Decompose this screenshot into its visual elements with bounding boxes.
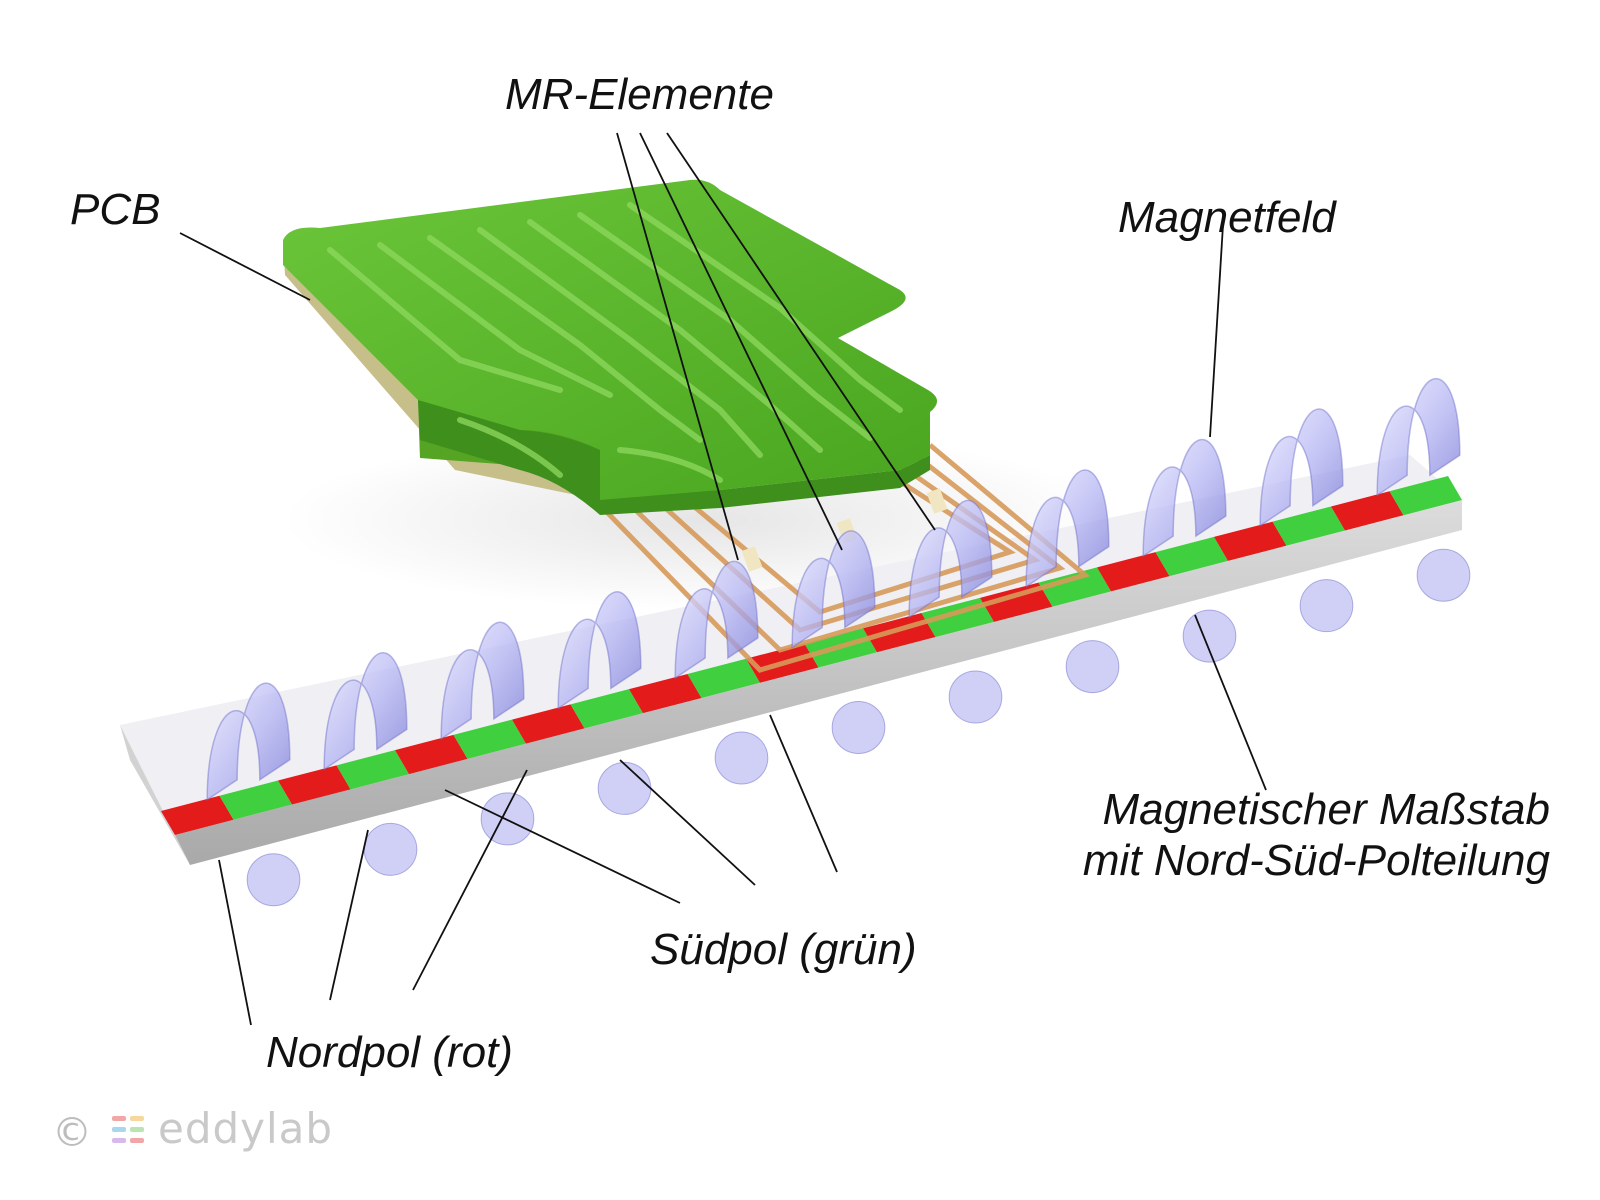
label-north-pole: Nordpol (rot)	[266, 1028, 513, 1077]
leader-south-3	[769, 714, 838, 873]
south-pole-segment	[453, 719, 526, 759]
scale-front-face	[175, 500, 1462, 865]
copyright-symbol: ©	[52, 1110, 92, 1156]
field-arc-upper	[674, 560, 759, 680]
field-arc-lower	[831, 701, 886, 754]
field-arc-lower	[1299, 579, 1354, 633]
label-magnetic-scale-line1: Magnetischer Maßstab	[1102, 785, 1550, 834]
field-arc-upper	[323, 651, 408, 771]
leader-north-3	[412, 769, 528, 991]
field-arcs-above	[206, 377, 1461, 802]
north-pole-segment	[629, 673, 702, 714]
north-pole-segment	[1097, 552, 1170, 592]
north-pole-segment	[1214, 521, 1287, 561]
label-magnetic-field: Magnetfeld	[1118, 193, 1336, 242]
north-pole-segment	[1331, 491, 1404, 531]
eddylab-logo-text: eddylab	[158, 1104, 334, 1153]
pcb-front-face	[418, 400, 930, 515]
pcb-top-surface	[283, 179, 938, 500]
field-arc-lower	[1065, 640, 1120, 694]
field-arc-upper	[791, 530, 876, 649]
leader-field	[1209, 224, 1224, 438]
leader-mr-2	[639, 132, 843, 551]
field-arc-lower	[480, 792, 535, 846]
leader-south-2	[619, 759, 756, 886]
pcb-traces	[327, 202, 903, 483]
eddylab-logo-icon	[112, 1116, 144, 1143]
north-pole-segment	[512, 704, 585, 744]
field-arc-upper	[206, 682, 291, 802]
south-pole-segment	[687, 658, 760, 698]
south-pole-segment	[1272, 506, 1345, 546]
label-magnetic-scale: Magnetischer Maßstab mit Nord-Süd-Poltei…	[1040, 785, 1550, 886]
leader-north-1	[218, 859, 252, 1026]
leader-scale	[1194, 614, 1267, 791]
leader-mr-3	[666, 132, 936, 531]
field-arc-upper	[908, 499, 993, 619]
field-arc-upper	[1259, 408, 1344, 528]
leader-north-2	[329, 829, 369, 1001]
leader-mr-1	[616, 132, 739, 561]
field-arc-upper	[1376, 377, 1461, 497]
field-arc-lower	[714, 731, 769, 785]
field-arc-upper	[1025, 469, 1110, 588]
field-arc-lower	[246, 853, 301, 907]
field-arc-upper	[1142, 438, 1227, 558]
south-pole-segment	[336, 750, 409, 790]
south-pole-segment	[1389, 476, 1462, 516]
south-pole-segment	[219, 780, 292, 820]
field-arcs-below	[246, 548, 1471, 907]
pcb-board	[283, 179, 938, 515]
field-arc-lower	[1182, 609, 1237, 663]
label-magnetic-scale-line2: mit Nord-Süd-Polteilung	[1082, 835, 1550, 885]
field-arc-lower	[948, 670, 1003, 724]
field-arc-lower	[363, 822, 418, 876]
field-arc-upper	[557, 591, 642, 710]
north-pole-segment	[161, 795, 234, 835]
north-pole-segment	[395, 734, 468, 775]
north-pole-segment	[278, 765, 351, 805]
leader-south-1	[444, 789, 681, 904]
leader-pcb	[179, 232, 311, 301]
field-arc-lower	[1416, 548, 1471, 602]
south-pole-segment	[1155, 536, 1228, 577]
label-pcb: PCB	[70, 185, 161, 234]
field-arc-lower	[597, 761, 652, 815]
south-pole-segment	[1038, 567, 1111, 607]
south-pole-segment	[570, 689, 643, 729]
label-south-pole: Südpol (grün)	[650, 925, 917, 974]
leader-lines	[179, 132, 1267, 1026]
pole-pitch-strip	[161, 476, 1462, 835]
label-mr-elements: MR-Elemente	[505, 70, 774, 119]
field-arc-upper	[440, 621, 525, 741]
